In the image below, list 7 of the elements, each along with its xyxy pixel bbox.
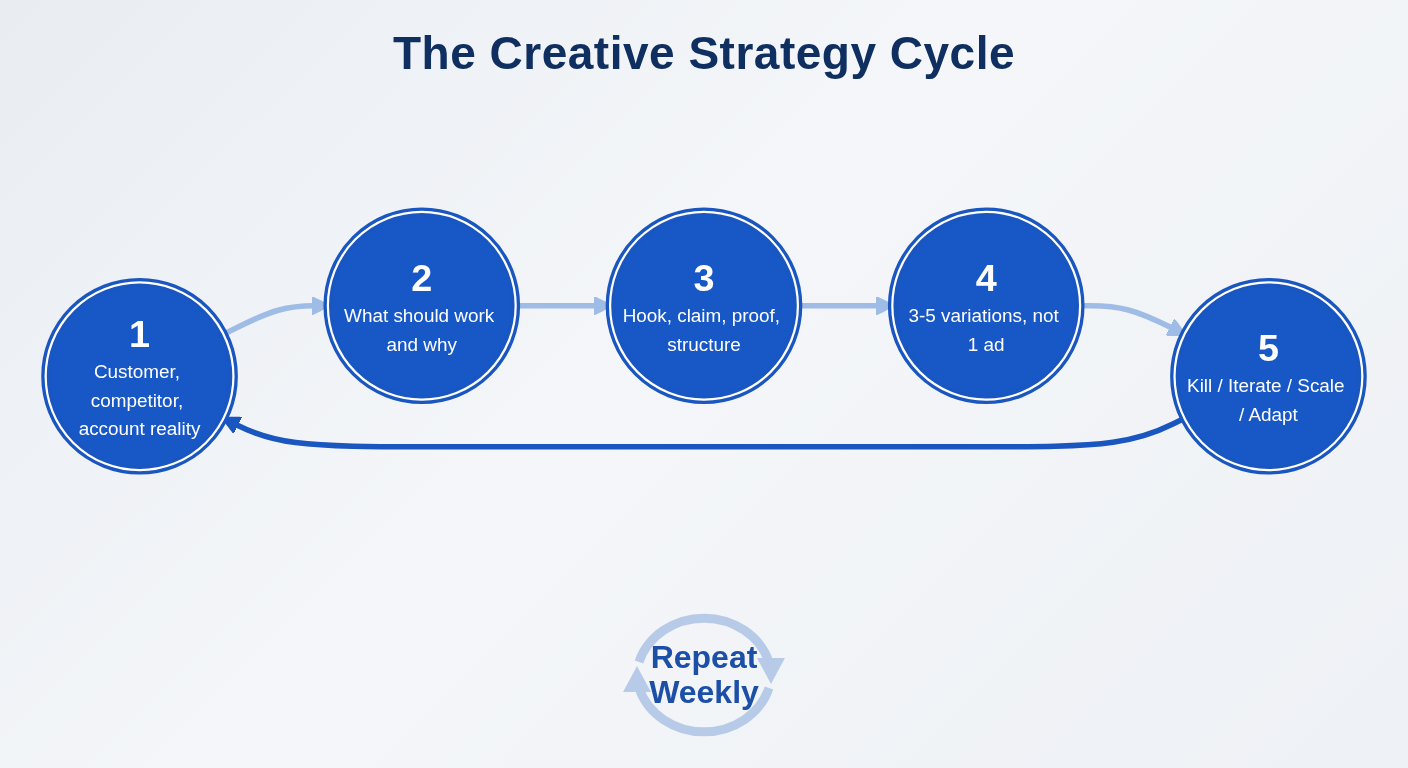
node-circle: 5 Kill / Iterate / Scale / Adapt — [1170, 277, 1367, 475]
node-circle: 2 What should work and why — [323, 207, 521, 405]
diagram-title: The Creative Strategy Cycle — [393, 26, 1015, 80]
node-circle: 3 Hook, claim, proof, structure — [605, 207, 803, 405]
cycle-note: Repeat Weekly — [648, 639, 760, 711]
node-circle: 1 Customer, competitor, account reality — [41, 277, 238, 475]
node-circle: 4 3-5 variations, not 1 ad — [887, 207, 1085, 405]
